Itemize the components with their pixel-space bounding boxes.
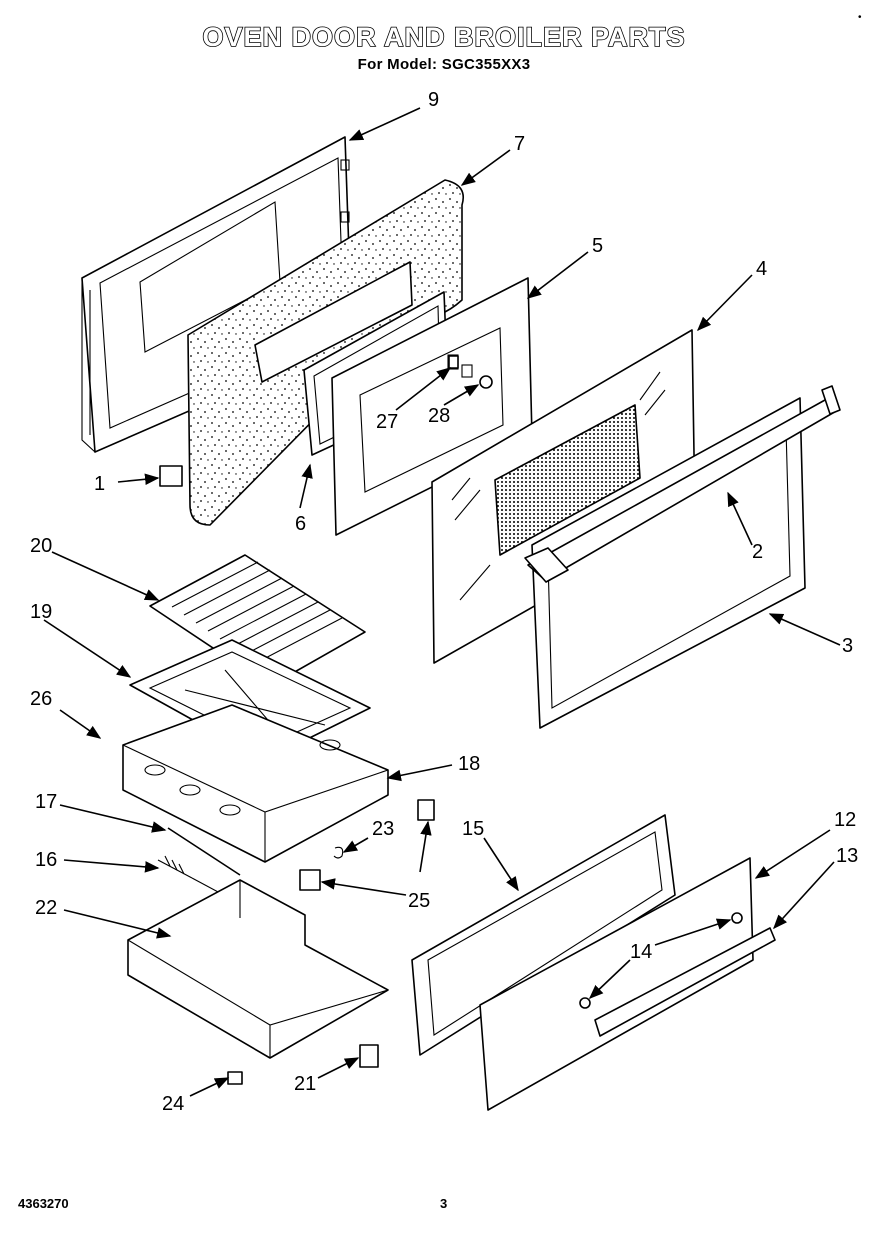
callout-25: 25 [408, 890, 430, 912]
part-25-bracket [299, 869, 321, 891]
callout-15: 15 [462, 818, 484, 840]
part-14-spacer-b [579, 997, 591, 1009]
part-2-door-handle [524, 385, 841, 583]
part-number: 4363270 [18, 1196, 69, 1211]
callout-labels: 9 7 5 4 1 27 28 6 2 3 20 19 26 18 17 16 … [30, 89, 858, 1115]
callout-9: 9 [428, 89, 439, 111]
callout-4: 4 [756, 258, 767, 280]
part-12-broiler-door-outer [479, 857, 754, 1111]
callout-5: 5 [592, 235, 603, 257]
callout-18: 18 [458, 753, 480, 775]
callout-20: 20 [30, 535, 52, 557]
callout-26: 26 [30, 688, 52, 710]
callout-3: 3 [842, 635, 853, 657]
part-15-broiler-door-inner [411, 814, 676, 1056]
callout-23: 23 [372, 818, 394, 840]
part-24-bumper [227, 1071, 243, 1085]
part-21-latch-plate [359, 1044, 379, 1068]
part-13-broiler-handle [594, 927, 776, 1037]
part-17-rod [167, 827, 241, 876]
callout-28: 28 [428, 405, 450, 427]
callout-13: 13 [836, 845, 858, 867]
callout-12: 12 [834, 809, 856, 831]
callout-27: 27 [376, 411, 398, 433]
callout-19: 19 [30, 601, 52, 623]
part-14-spacer-a [731, 912, 743, 924]
part-27-switch [448, 355, 459, 369]
part-5-inner-glass [331, 277, 533, 536]
callout-16: 16 [35, 849, 57, 871]
corner-mark: • [858, 12, 862, 23]
part-23-clip [333, 846, 344, 859]
leader-lines [43, 107, 841, 1097]
part-25b-bracket [417, 799, 435, 821]
callout-22: 22 [35, 897, 57, 919]
callout-1: 1 [94, 473, 105, 495]
callout-24: 24 [162, 1093, 184, 1115]
part-16-spring [157, 855, 221, 894]
part-28-knob [479, 375, 493, 389]
part-7-door-insulation [187, 179, 464, 526]
part-1-hinge-clip [159, 465, 183, 487]
callout-14: 14 [630, 941, 652, 963]
page-number: 3 [440, 1196, 448, 1211]
part-22-drawer-slide [127, 879, 389, 1059]
callout-21: 21 [294, 1073, 316, 1095]
model-subtitle: For Model: SGC355XX3 [357, 56, 531, 73]
callout-17: 17 [35, 791, 57, 813]
callout-2: 2 [752, 541, 763, 563]
callout-6: 6 [295, 513, 306, 535]
callout-7: 7 [514, 133, 525, 155]
page-title: OVEN DOOR AND BROILER PARTS [202, 21, 686, 53]
part-18-broiler-drawer [122, 704, 389, 863]
